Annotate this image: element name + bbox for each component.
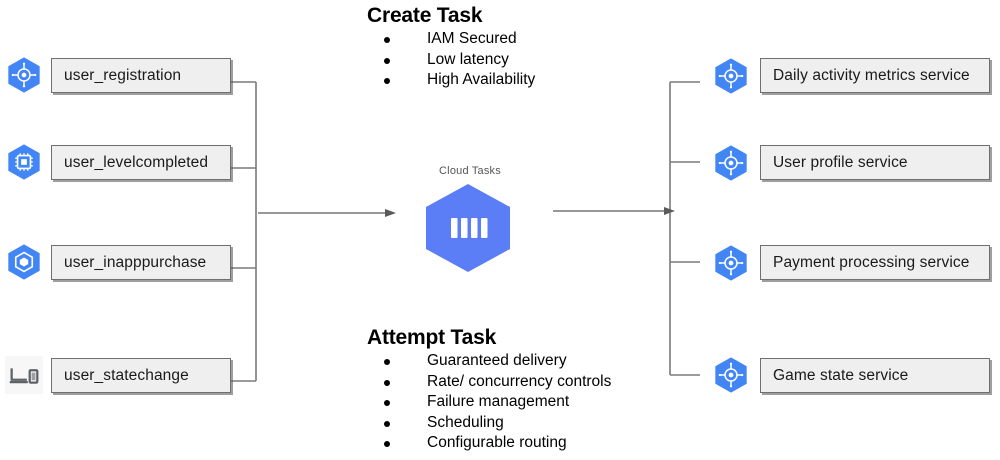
source-label: user_registration	[64, 66, 182, 84]
create-task-section: Create Task IAM Secured Low latency High…	[367, 4, 535, 91]
source-label: user_levelcompleted	[64, 153, 209, 171]
attempt-task-bullet: Scheduling	[367, 413, 611, 434]
app-engine-icon	[712, 244, 750, 282]
container-engine-icon	[5, 243, 43, 281]
attempt-task-bullet: Guaranteed delivery	[367, 351, 611, 372]
create-task-bullet: IAM Secured	[367, 29, 535, 50]
app-engine-icon	[712, 57, 750, 95]
source-box-user-statechange[interactable]: user_statechange	[51, 358, 231, 393]
create-task-bullets: IAM Secured Low latency High Availabilit…	[367, 29, 535, 91]
attempt-task-heading: Attempt Task	[367, 326, 497, 349]
target-box-user-profile-service[interactable]: User profile service	[760, 145, 990, 180]
compute-engine-chip-icon	[5, 143, 43, 181]
source-box-user-levelcompleted[interactable]: user_levelcompleted	[51, 145, 231, 180]
attempt-task-bullet: Configurable routing	[367, 433, 611, 454]
source-box-user-registration[interactable]: user_registration	[51, 58, 231, 93]
app-engine-icon	[712, 144, 750, 182]
target-label: User profile service	[773, 153, 908, 171]
target-label: Game state service	[773, 366, 909, 384]
target-box-payment-processing-service[interactable]: Payment processing service	[760, 245, 990, 280]
attempt-task-bullet: Rate/ concurrency controls	[367, 372, 611, 393]
attempt-task-bullets: Guaranteed delivery Rate/ concurrency co…	[367, 351, 611, 454]
cloud-tasks-icon	[418, 182, 518, 274]
source-label: user_inapppurchase	[64, 253, 207, 271]
source-label: user_statechange	[64, 366, 189, 384]
cloud-tasks-label: Cloud Tasks	[439, 165, 501, 177]
target-label: Payment processing service	[773, 253, 970, 271]
arrow-sources-to-hub-head	[385, 209, 396, 217]
create-task-heading: Create Task	[367, 4, 483, 27]
attempt-task-section: Attempt Task Guaranteed delivery Rate/ c…	[367, 326, 611, 454]
app-engine-icon	[5, 56, 43, 94]
create-task-bullet: Low latency	[367, 50, 535, 71]
arrow-hub-to-targets-head	[664, 207, 675, 215]
target-label: Daily activity metrics service	[773, 66, 970, 84]
target-box-daily-activity-metrics-service[interactable]: Daily activity metrics service	[760, 58, 990, 93]
app-engine-icon	[712, 356, 750, 394]
devices-icon	[5, 356, 43, 394]
source-box-user-inapppurchase[interactable]: user_inapppurchase	[51, 245, 231, 280]
target-box-game-state-service[interactable]: Game state service	[760, 358, 990, 393]
attempt-task-bullet: Failure management	[367, 392, 611, 413]
create-task-bullet: High Availability	[367, 70, 535, 91]
